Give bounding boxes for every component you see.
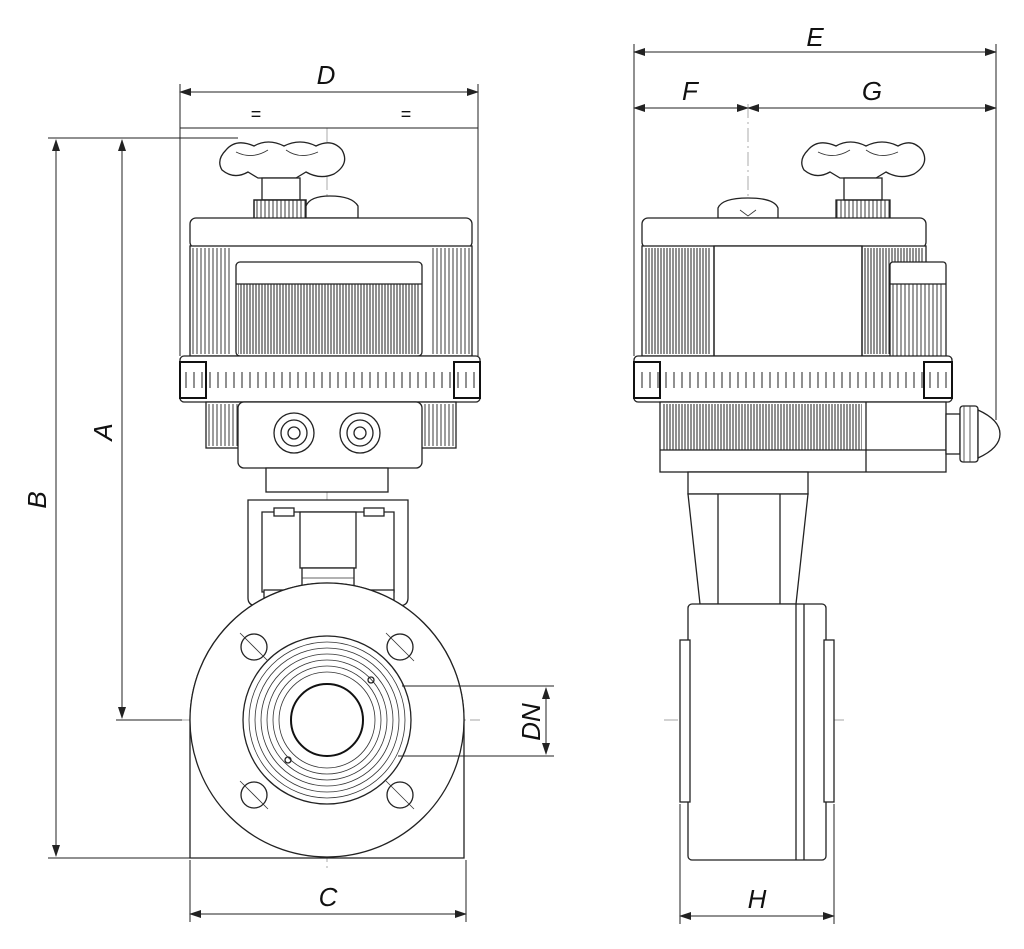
symmetry-mark-left: =	[251, 104, 262, 124]
dimension-H: H	[679, 804, 835, 924]
dimension-label-A: A	[88, 423, 118, 442]
dimension-label-DN: DN	[516, 703, 546, 741]
dimension-label-G: G	[862, 76, 882, 106]
dimension-label-D: D	[317, 60, 336, 90]
dimension-G: G	[747, 76, 997, 112]
dimension-label-E: E	[806, 22, 824, 52]
dimension-DN: DN	[398, 685, 554, 757]
front-view: D = = B A C DN	[22, 60, 554, 922]
dimension-label-B: B	[22, 491, 52, 508]
side-view: E F G H	[633, 22, 1001, 924]
dimension-label-C: C	[319, 882, 338, 912]
actuator-cover-top	[189, 217, 473, 249]
dimension-E: E	[633, 22, 997, 420]
valve-flange	[189, 582, 465, 859]
dimension-label-H: H	[748, 884, 767, 914]
dimension-D: D = =	[179, 60, 479, 356]
side-handwheel	[717, 141, 926, 221]
handwheel	[219, 141, 359, 221]
cable-glands	[273, 412, 381, 454]
dimension-label-F: F	[682, 76, 700, 106]
symmetry-mark-right: =	[401, 104, 412, 124]
side-cable-gland	[945, 405, 1001, 463]
dimension-C: C	[189, 860, 467, 922]
side-cover-top	[641, 217, 927, 249]
side-neck	[687, 493, 809, 605]
dimension-A: A	[88, 139, 182, 721]
mounting-bracket	[247, 499, 409, 607]
side-valve-body	[679, 603, 835, 861]
dimension-B: B	[22, 137, 238, 859]
dimension-F: F	[633, 76, 749, 112]
